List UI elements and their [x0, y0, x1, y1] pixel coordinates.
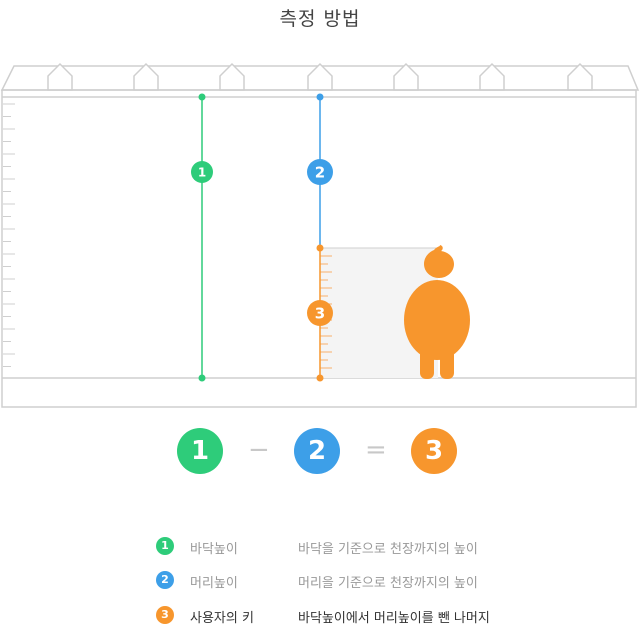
legend-name-2: 머리높이: [190, 576, 238, 591]
measurement-diagram: 1 2 3: [0, 62, 640, 408]
equation-term-1: 1: [177, 428, 223, 474]
equation-equals: =: [365, 435, 387, 465]
marker-1-label: 1: [198, 166, 206, 180]
ceiling: [0, 62, 640, 91]
person-silhouette: [404, 245, 470, 379]
equation-term-2: 2: [294, 428, 340, 474]
wall-ruler: [3, 103, 15, 367]
marker-3-label: 3: [315, 305, 325, 323]
marker-3-badge: [307, 300, 333, 326]
marker-2-badge: [307, 159, 333, 185]
user-height-top-dot: [316, 244, 324, 252]
user-height-bottom-dot: [316, 374, 324, 382]
legend-desc-1: 바닥을 기준으로 천장까지의 높이: [298, 542, 478, 557]
legend-desc-2: 머리을 기준으로 천장까지의 높이: [298, 576, 478, 591]
equation-result-3: 3: [411, 428, 457, 474]
floor-height-top-dot: [198, 93, 206, 101]
marker-2-label: 2: [315, 164, 325, 182]
diagram-title: 측정 방법: [279, 8, 361, 30]
legend-desc-3: 바닥높이에서 머리높이를 뺀 나머지: [298, 611, 490, 626]
head-height-top-dot: [316, 93, 324, 101]
equation-minus: −: [248, 435, 270, 465]
marker-1-badge: [191, 161, 213, 183]
legend-badge-3: 3: [156, 606, 174, 624]
legend-name-3: 사용자의 키: [190, 611, 254, 626]
legend-name-1: 바닥높이: [190, 542, 238, 557]
legend-badge-1: 1: [156, 537, 174, 555]
legend-badge-2: 2: [156, 571, 174, 589]
room-frame: [1, 89, 637, 408]
floor-height-bottom-dot: [198, 374, 206, 382]
